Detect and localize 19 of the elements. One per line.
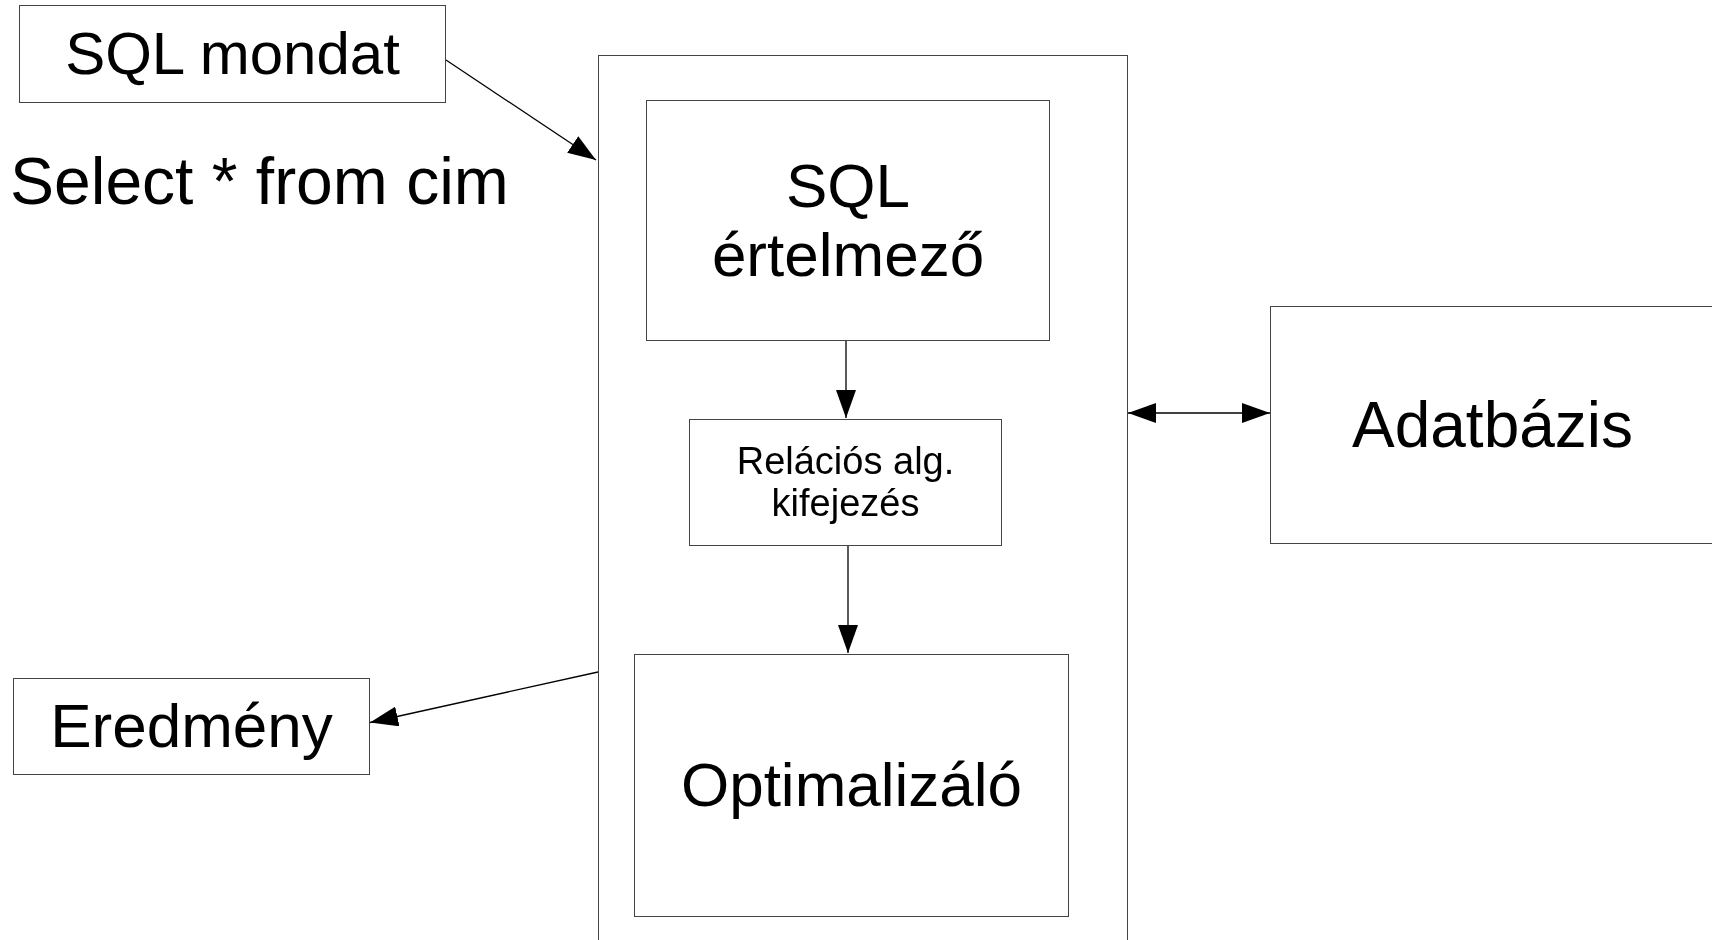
container-box <box>598 55 1128 940</box>
node-label: Optimalizáló <box>680 751 1023 820</box>
arrow <box>369 671 599 727</box>
node-label: Eredmény <box>50 692 333 761</box>
node-label: SQL mondat <box>65 21 400 87</box>
node-label: SQL értelmező <box>710 152 986 289</box>
process-box <box>13 678 370 775</box>
process-box <box>689 419 1002 546</box>
process-box <box>634 654 1069 917</box>
query-text: Select * from cim <box>10 145 509 218</box>
process-box <box>1270 306 1712 544</box>
node-label: Relációs alg. kifejezés <box>735 440 956 525</box>
arrow <box>838 544 858 654</box>
process-box <box>646 100 1050 341</box>
arrow <box>1127 403 1271 423</box>
arrow <box>836 339 856 419</box>
arrow <box>445 59 597 161</box>
process-box <box>19 5 446 103</box>
node-label: Adatbázis <box>1351 389 1634 461</box>
